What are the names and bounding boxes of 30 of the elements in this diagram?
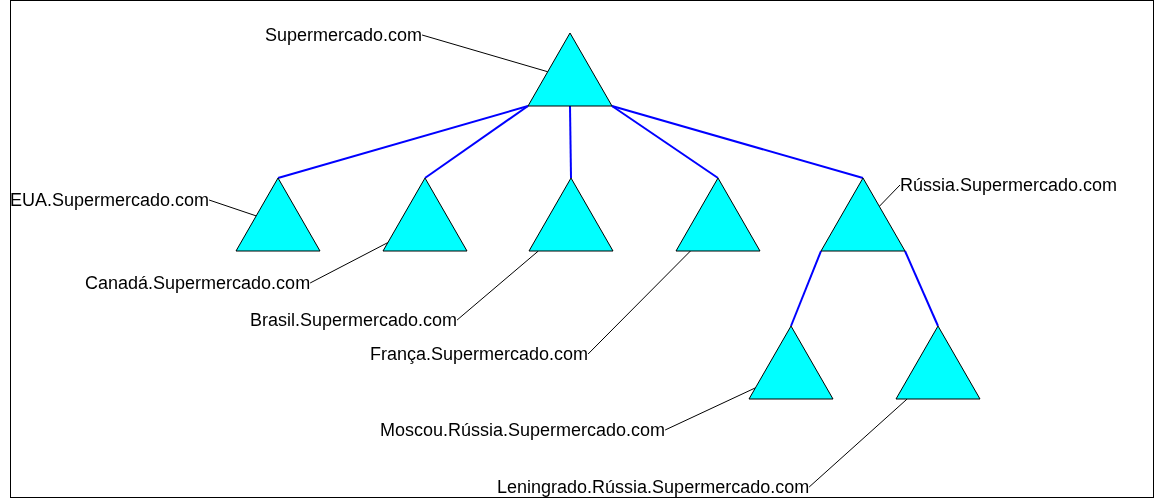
tree-branch-line <box>611 105 864 179</box>
domain-label: EUA.Supermercado.com <box>10 190 210 210</box>
domain-label: Canadá.Supermercado.com <box>85 273 311 293</box>
domain-label: França.Supermercado.com <box>370 344 589 364</box>
leader-line <box>664 387 756 431</box>
tree-branch-line <box>611 105 719 179</box>
domain-triangle <box>675 177 761 252</box>
domain-label: Moscou.Rússia.Supermercado.com <box>380 420 666 440</box>
tree-branch-line <box>424 105 529 179</box>
domain-triangle <box>235 177 321 252</box>
leader-line <box>808 398 908 488</box>
leader-line <box>208 199 257 217</box>
domain-label: Leningrado.Rússia.Supermercado.com <box>497 477 810 497</box>
domain-label: Supermercado.com <box>265 25 423 45</box>
leader-line <box>587 250 691 355</box>
domain-label: Rússia.Supermercado.com <box>900 175 1118 195</box>
domain-triangle <box>527 32 613 107</box>
domain-triangle <box>528 177 614 252</box>
tree-branch-line <box>904 250 939 327</box>
leader-line <box>421 34 549 73</box>
domain-triangle <box>748 325 834 400</box>
leader-line <box>456 250 539 321</box>
domain-triangle <box>895 325 981 400</box>
domain-label: Brasil.Supermercado.com <box>250 310 458 330</box>
tree-branch-line <box>569 105 572 179</box>
domain-triangle <box>382 177 468 252</box>
leader-line <box>309 242 389 284</box>
leader-line <box>878 184 901 207</box>
tree-branch-line <box>277 105 529 179</box>
tree-branch-line <box>790 250 822 327</box>
